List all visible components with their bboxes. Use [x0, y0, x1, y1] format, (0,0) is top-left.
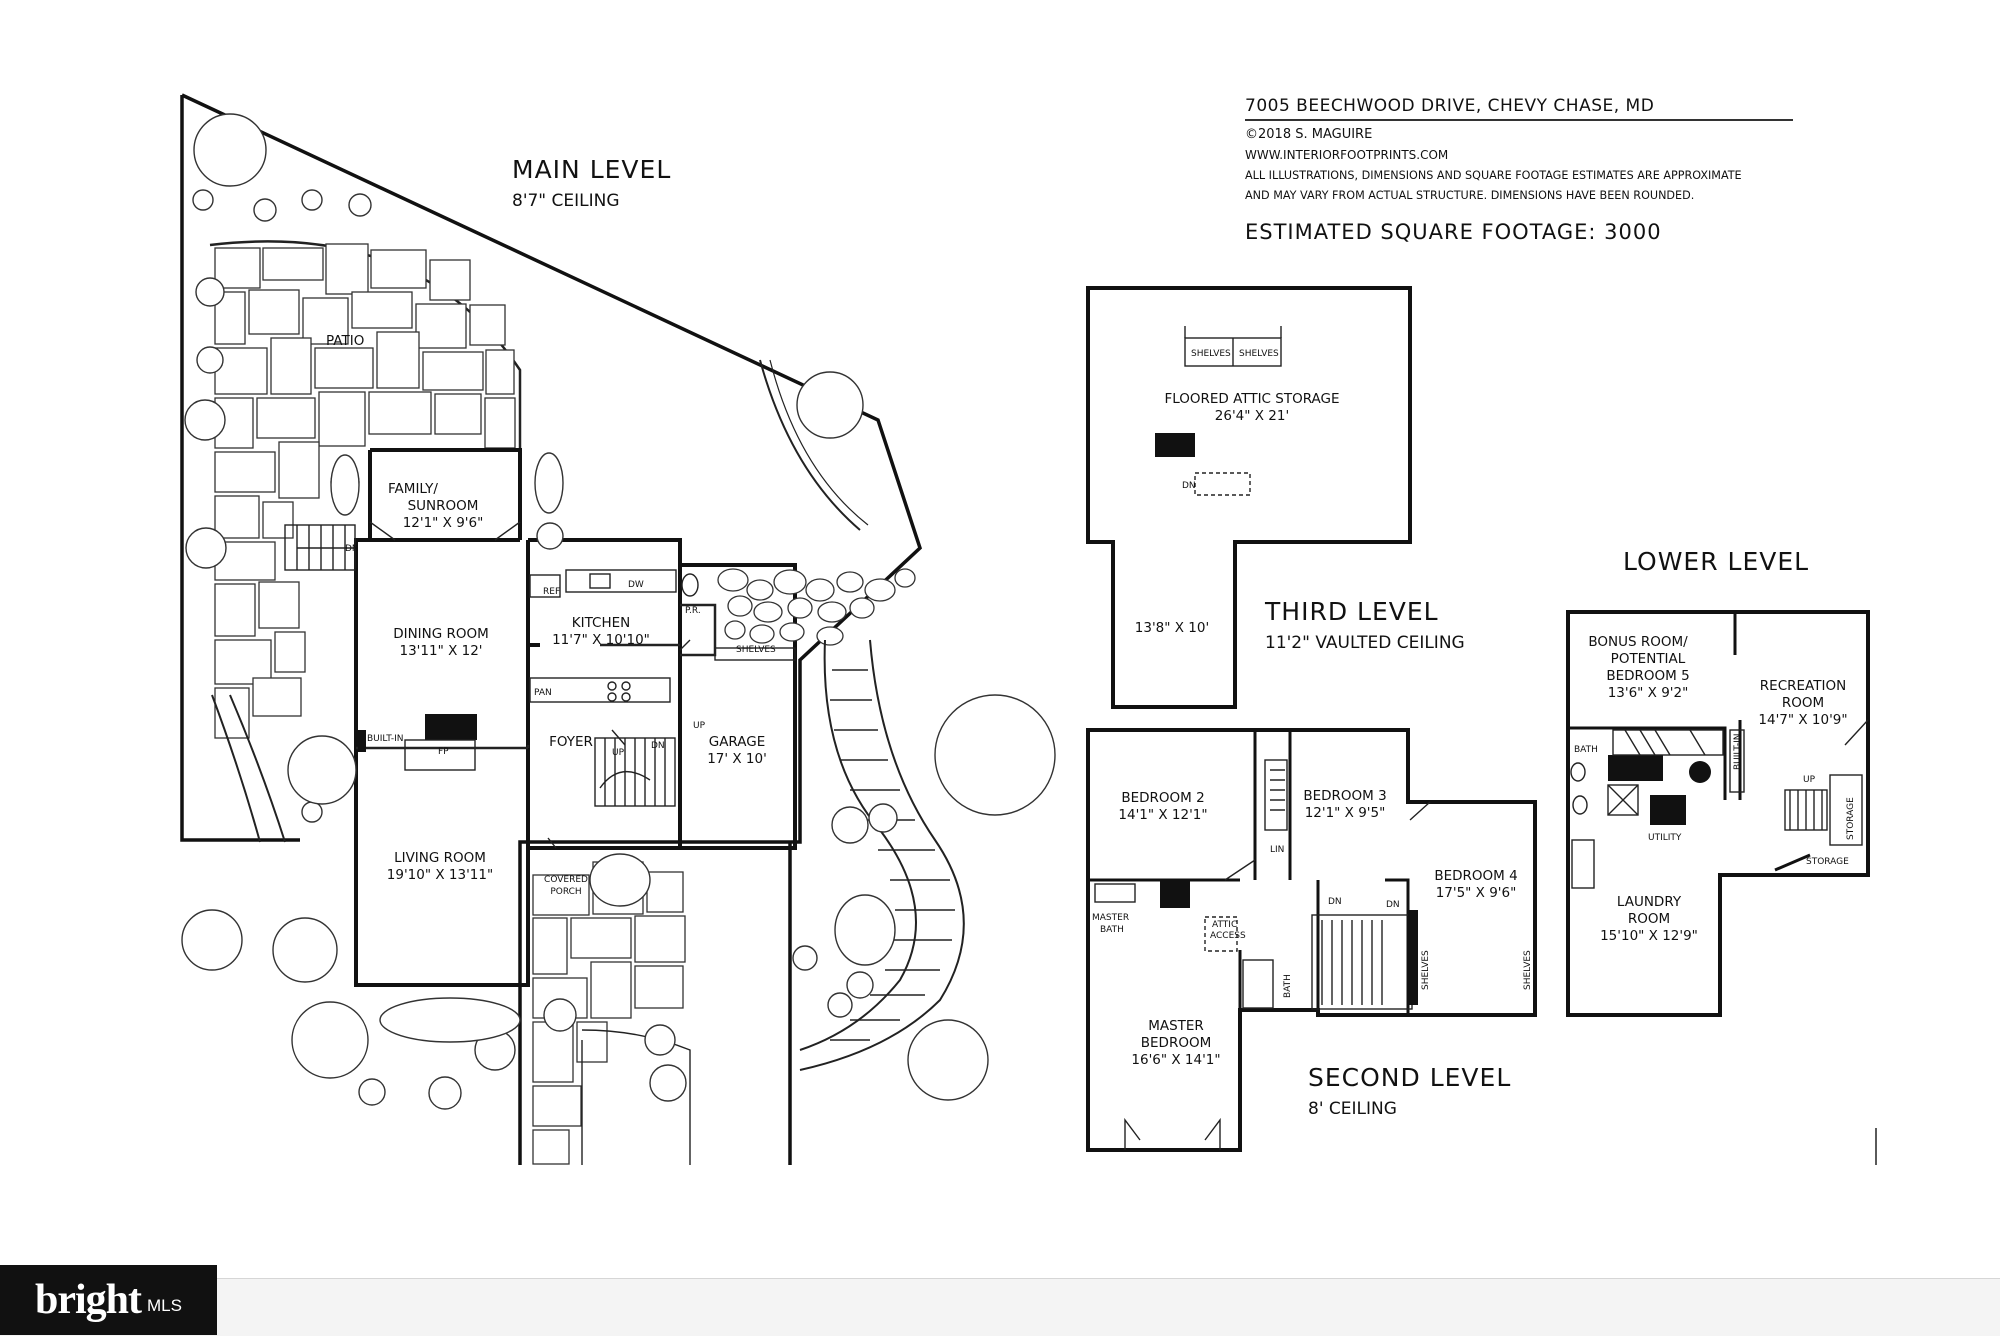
square-footage: ESTIMATED SQUARE FOOTAGE: 3000: [1245, 220, 1662, 244]
foyer-up-label: UP: [612, 748, 625, 758]
kitchen-label: KITCHEN: [572, 615, 631, 631]
storage-label: STORAGE: [1806, 857, 1849, 867]
disclaimer-line-1: ALL ILLUSTRATIONS, DIMENSIONS AND SQUARE…: [1245, 169, 1742, 182]
house-walls: [354, 448, 797, 987]
foyer-label: FOYER: [549, 734, 593, 750]
lot-boundary: [180, 93, 923, 1165]
bedroom-2-dim: 14'1" X 12'1": [1118, 807, 1207, 823]
bonus-room-dim: 13'6" X 9'2": [1608, 685, 1689, 701]
lower-up-label: UP: [1803, 775, 1816, 785]
attic-access-label-2: ACCESS: [1210, 931, 1246, 941]
built-in-label: BUILT-IN: [367, 734, 404, 744]
bright-mls-logo: bright MLS: [0, 1265, 217, 1335]
recreation-room-label-2: ROOM: [1782, 695, 1824, 711]
storage-label-2: STORAGE: [1846, 797, 1856, 840]
logo-suffix: MLS: [147, 1296, 182, 1315]
master-bedroom-label: MASTER: [1148, 1018, 1204, 1034]
dining-room-label: DINING ROOM: [393, 626, 489, 642]
ref-label: REF: [543, 587, 560, 597]
shrubs: [181, 113, 1056, 1110]
attic-shelves-2: SHELVES: [1239, 349, 1279, 359]
main-dn-label: DN: [345, 544, 359, 554]
property-address: 7005 BEECHWOOD DRIVE, CHEVY CHASE, MD: [1245, 96, 1793, 121]
attic-label: FLOORED ATTIC STORAGE: [1164, 391, 1339, 407]
second-dn-label: DN: [1328, 897, 1342, 907]
main-level-plan: MAIN LEVEL 8'7" CEILING PATIO FAMILY/ SU…: [180, 93, 1056, 1165]
utility-label: UTILITY: [1648, 833, 1682, 843]
bonus-room-label-2: POTENTIAL: [1611, 651, 1686, 667]
master-bedroom-label-2: BEDROOM: [1141, 1035, 1211, 1051]
bedroom-3-dim: 12'1" X 9'5": [1305, 805, 1386, 821]
attic-dim: 26'4" X 21': [1215, 408, 1289, 424]
garage-shelves-label: SHELVES: [736, 645, 776, 655]
main-level-ceiling: 8'7" CEILING: [512, 191, 620, 211]
attic-small-dim: 13'8" X 10': [1135, 620, 1209, 636]
living-room-dim: 19'10" X 13'11": [387, 867, 493, 883]
garage-dim: 17' X 10': [707, 751, 767, 767]
fireplace: [425, 714, 477, 740]
linen-label: LIN: [1270, 845, 1284, 855]
bedroom-4-shelves-2: SHELVES: [1523, 950, 1533, 990]
garage-up-label: UP: [693, 721, 706, 731]
patio-stones: [214, 243, 516, 739]
foyer-dn-label: DN: [651, 741, 665, 751]
second-dn-label-2: DN: [1386, 900, 1400, 910]
dining-room-dim: 13'11" X 12': [400, 643, 483, 659]
lower-level-title: LOWER LEVEL: [1623, 547, 1809, 576]
third-level-plan: FLOORED ATTIC STORAGE 26'4" X 21' 13'8" …: [1086, 286, 1465, 709]
hall-bath-label: BATH: [1283, 974, 1293, 998]
laundry-room-label: LAUNDRY: [1617, 894, 1682, 910]
dw-label: DW: [628, 580, 644, 590]
master-bath-label: MASTER: [1092, 913, 1129, 923]
bedroom-4-label: BEDROOM 4: [1434, 868, 1517, 884]
footer-bar: [0, 1278, 2000, 1336]
bedroom-4-shelves-1: SHELVES: [1421, 950, 1431, 990]
front-walk: [532, 861, 691, 1165]
kitchen-dim: 11'7" X 10'10": [552, 632, 650, 648]
porch-label: COVERED: [544, 875, 588, 885]
plan-header: 7005 BEECHWOOD DRIVE, CHEVY CHASE, MD ©2…: [1245, 96, 1885, 244]
laundry-room-label-2: ROOM: [1628, 911, 1670, 927]
lower-bath-label: BATH: [1574, 745, 1598, 755]
disclaimer-line-2: AND MAY VARY FROM ACTUAL STRUCTURE. DIME…: [1245, 189, 1695, 202]
bedroom-4-dim: 17'5" X 9'6": [1436, 885, 1517, 901]
main-stairs: [284, 524, 676, 807]
attic-dn-label: DN: [1182, 481, 1196, 491]
master-bath-label-2: BATH: [1100, 925, 1124, 935]
bonus-room-label: BONUS ROOM/: [1588, 634, 1688, 650]
cobblestones: [717, 568, 916, 646]
patio-label: PATIO: [326, 333, 364, 349]
pantry-label: PAN: [534, 688, 552, 698]
bedroom-3-label: BEDROOM 3: [1303, 788, 1386, 804]
master-bedroom-dim: 16'6" X 14'1": [1131, 1052, 1220, 1068]
family-room-label: FAMILY/: [388, 481, 438, 497]
main-level-title: MAIN LEVEL: [512, 155, 671, 184]
recreation-room-label: RECREATION: [1760, 678, 1846, 694]
second-level-title: SECOND LEVEL: [1308, 1063, 1511, 1092]
second-level-plan: BEDROOM 2 14'1" X 12'1" BEDROOM 3 12'1" …: [1086, 728, 1537, 1152]
attic-access-label: ATTIC: [1212, 920, 1237, 930]
website-text: WWW.INTERIORFOOTPRINTS.COM: [1245, 148, 1449, 162]
recreation-room-dim: 14'7" X 10'9": [1758, 712, 1847, 728]
logo-wordmark: bright: [35, 1277, 142, 1323]
porch-label-2: PORCH: [550, 887, 581, 897]
lower-built-in-label: BUILT-IN: [1733, 734, 1743, 771]
bedroom-2-label: BEDROOM 2: [1121, 790, 1204, 806]
living-room-label: LIVING ROOM: [394, 850, 486, 866]
third-level-ceiling: 11'2" VAULTED CEILING: [1265, 633, 1465, 653]
powder-room-label: P.R.: [685, 606, 701, 616]
second-level-ceiling: 8' CEILING: [1308, 1099, 1397, 1119]
garage-label: GARAGE: [709, 734, 766, 750]
third-level-title: THIRD LEVEL: [1264, 597, 1439, 626]
family-room-dim: 12'1" X 9'6": [403, 515, 484, 531]
sunroom-label: SUNROOM: [408, 498, 479, 514]
bonus-room-label-3: BEDROOM 5: [1606, 668, 1689, 684]
laundry-room-dim: 15'10" X 12'9": [1600, 928, 1698, 944]
lower-level-plan: BONUS ROOM/ POTENTIAL BEDROOM 5 13'6" X …: [1566, 547, 1870, 1017]
fireplace-label: FP: [438, 747, 449, 757]
attic-shelves-1: SHELVES: [1191, 349, 1231, 359]
copyright-text: ©2018 S. MAGUIRE: [1245, 127, 1373, 142]
